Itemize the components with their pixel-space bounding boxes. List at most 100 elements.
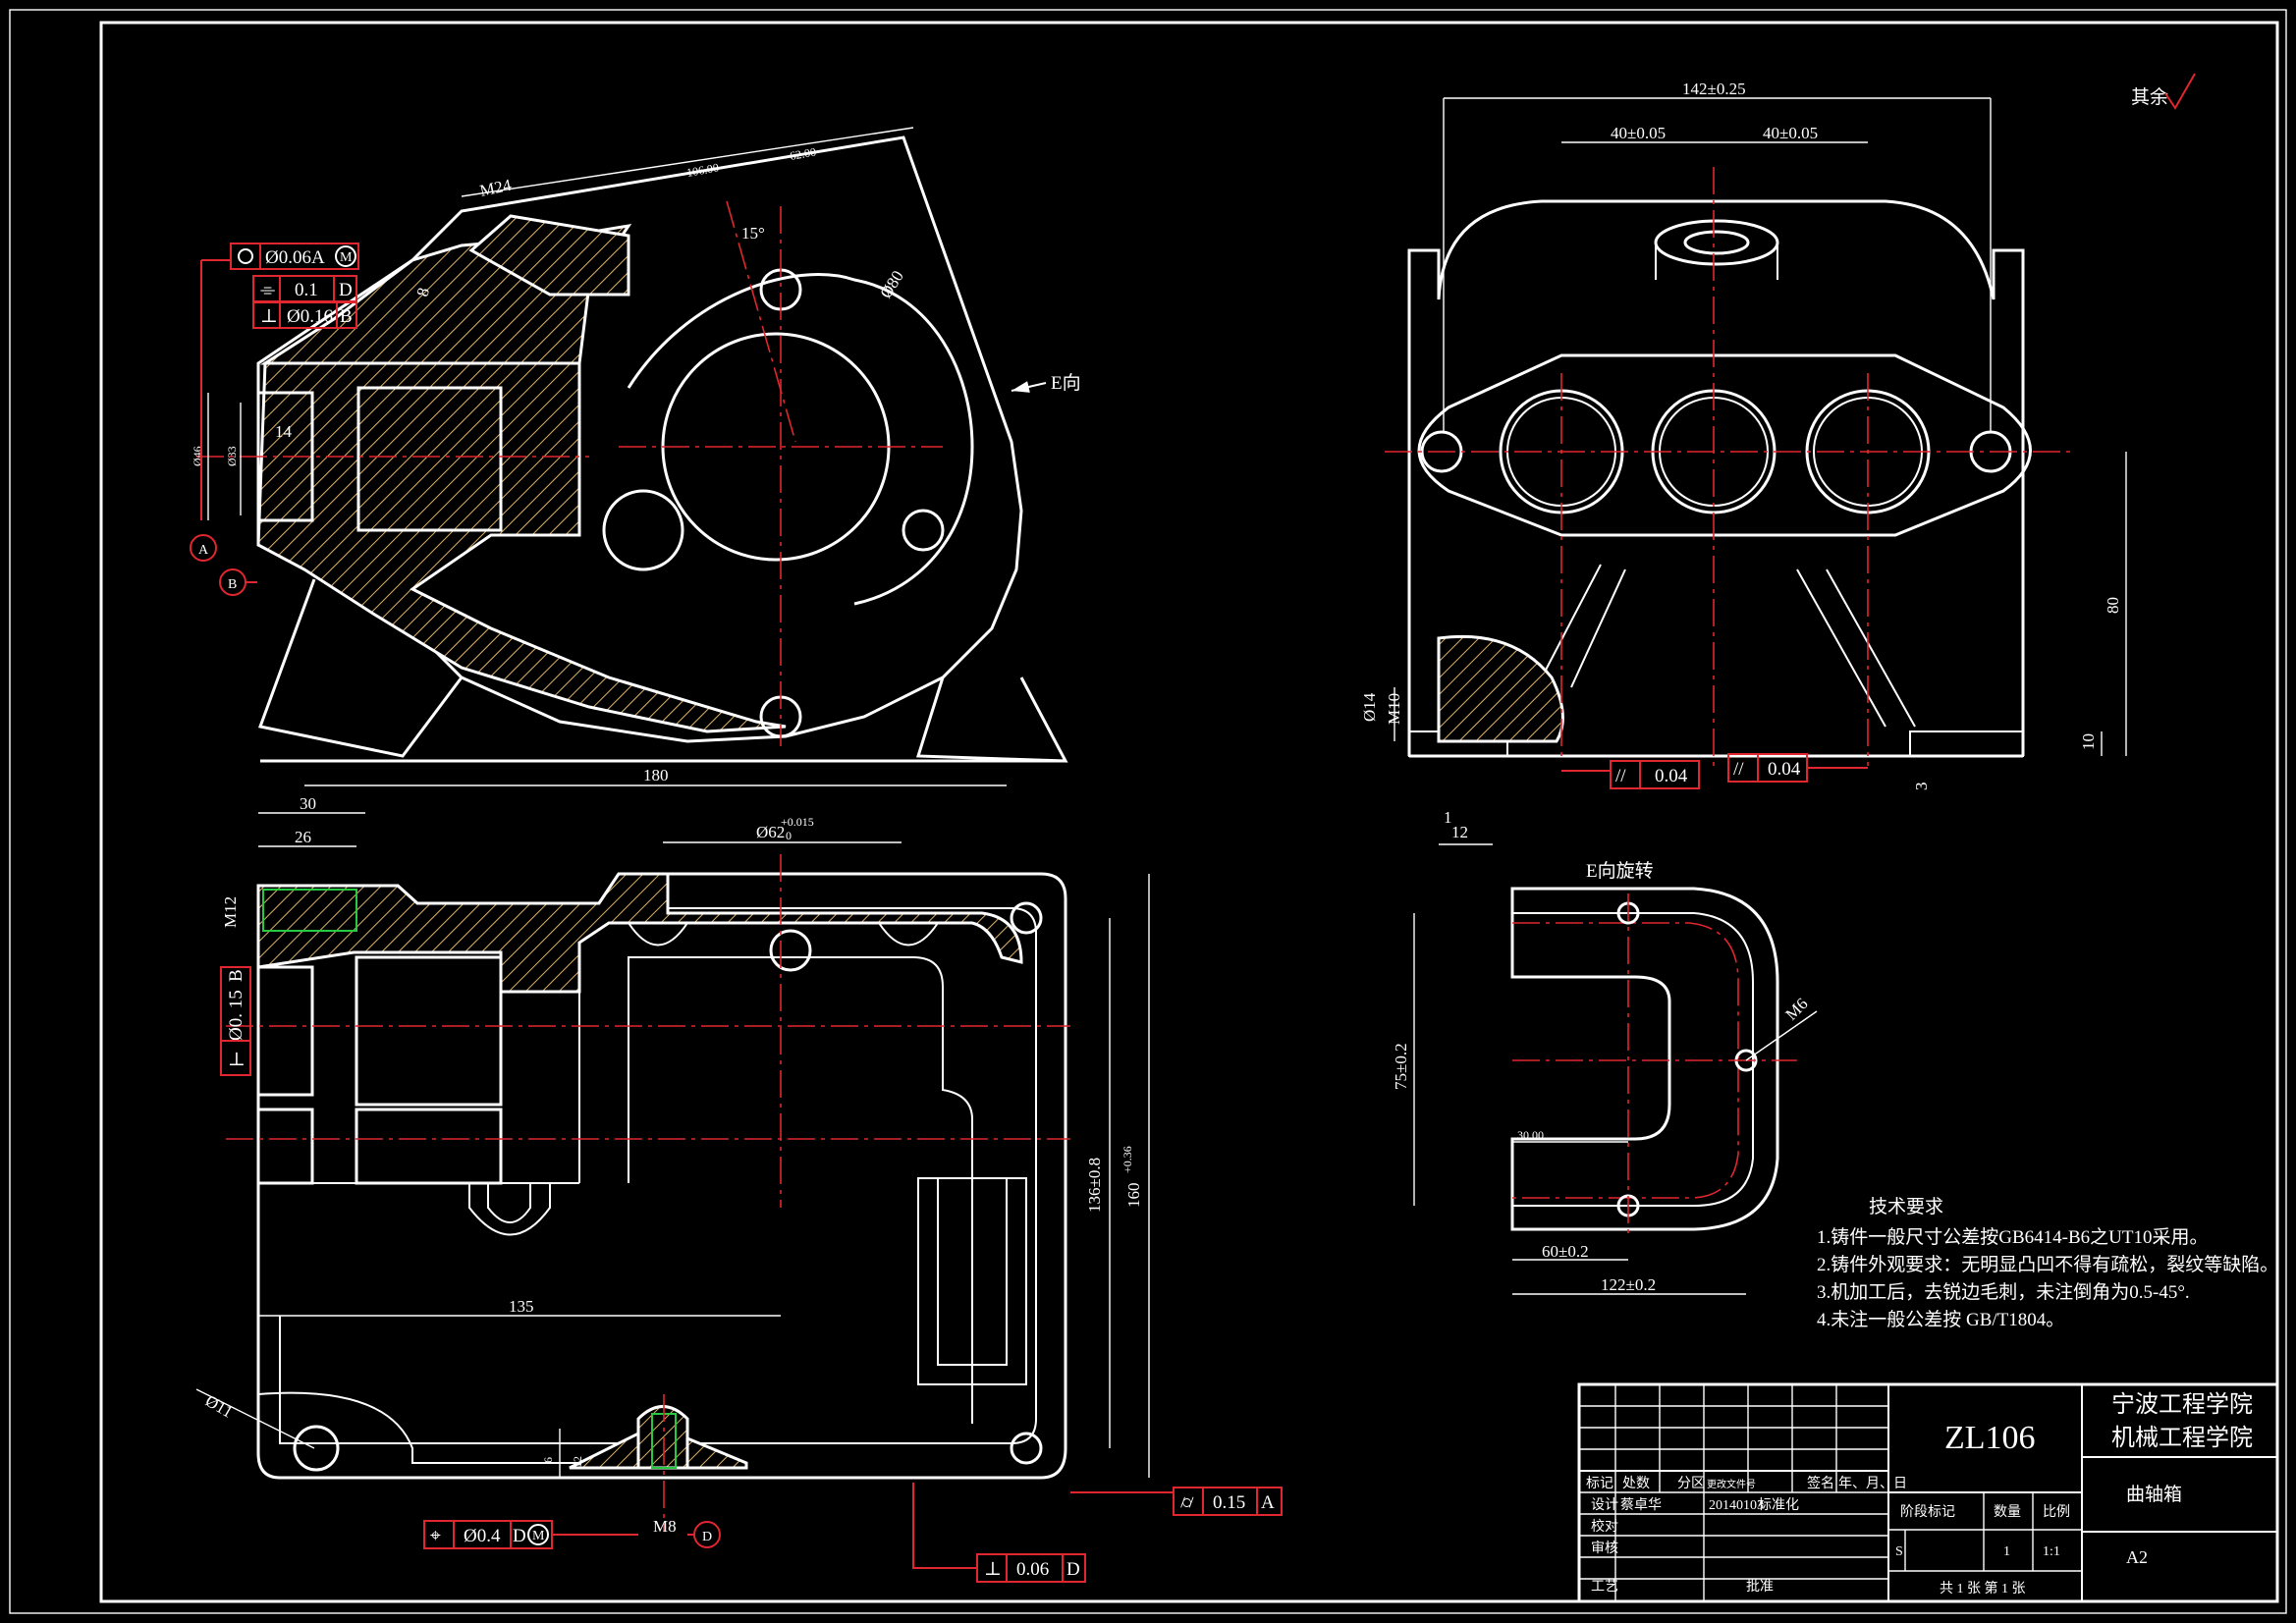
dim-136: 136±0.8 [1085,1158,1104,1213]
label-view-e-rot: E向旋转 [1586,860,1654,882]
m12-hole [262,889,357,932]
dim-phi62-tol: +0.015 [781,815,814,829]
tb-qty-value: 1 [2003,1544,2010,1559]
note-2: 2.铸件外观要求：无明显凸凹不得有疏松，裂纹等缺陷。 [1817,1254,2278,1275]
tol-frame-6: Ø0. 15 B ⊥ [220,966,251,1076]
tb-designer: 蔡卓华 [1620,1497,1662,1513]
tb-review: 审核 [1591,1541,1618,1556]
tol-frame-8: ⌭ 0.15 A [1070,1487,1283,1516]
dim-160: 160 [1124,1183,1143,1209]
dim-10: 10 [2079,733,2098,750]
tb-drawing-number: ZL106 [1944,1420,2036,1456]
svg-text:0.04: 0.04 [1768,759,1801,780]
dim-752: 75±0.2 [1392,1043,1410,1090]
dim-m6: M6 [1781,995,1811,1024]
top-boss [1654,219,1779,266]
datum-b-label: B [228,577,237,592]
dim-phi11: Ø11 [202,1391,236,1422]
svg-text:B: B [226,969,246,982]
dim-m24: M24 [478,176,514,200]
note-4: 4.未注一般公差按 GB/T1804。 [1817,1309,2064,1330]
tol-frame-9: ⊥ 0.06 D [912,1483,1086,1583]
label-view-e: E向 [1051,372,1081,394]
dim-phi80: Ø80 [876,267,907,301]
svg-text:D: D [513,1526,526,1546]
technical-notes: 技术要求 1.铸件一般尺寸公差按GB6414-B6之UT10采用。 2.铸件外观… [1817,1196,2278,1330]
dim-15deg: 15° [741,224,765,243]
tb-school: 宁波工程学院 [2111,1391,2253,1418]
tb-part-name: 曲轴箱 [2126,1484,2182,1505]
tol-frame-7: ⌖ Ø0.4 D M [423,1520,638,1549]
tb-weight: 数量 [1994,1504,2021,1520]
svg-text:D: D [1066,1559,1080,1580]
dim-180: 180 [643,766,669,784]
tb-scale-value: 1:1 [2043,1544,2060,1559]
note-1: 1.铸件一般尺寸公差按GB6414-B6之UT10采用。 [1817,1226,2208,1248]
dim-12b: 12 [571,1456,584,1468]
svg-text:0.1: 0.1 [295,280,318,300]
tb-process: 工艺 [1591,1579,1618,1595]
svg-text:B: B [340,306,353,327]
datum-a-label: A [198,543,209,558]
dim-40a: 40±0.05 [1611,124,1666,142]
dim-80: 80 [2104,597,2122,614]
tb-standardize: 标准化 [1758,1497,1799,1513]
svg-text://: // [1615,766,1626,786]
svg-text:⌖: ⌖ [430,1526,441,1546]
tb-sheet-size: A2 [2126,1547,2148,1567]
e-view-rotated: E向旋转 75±0.2 M6 30.00 60±0.2 122±0.2 [1392,860,1818,1295]
dim-26: 26 [295,828,311,846]
outer-border [9,9,2287,1614]
dim-30b: 30.00 [1517,1128,1544,1142]
label-surface-rest: 其余 [2131,86,2168,108]
note-3: 3.机加工后，去锐边毛刺，未注倒角为0.5-45°. [1817,1281,2190,1303]
svg-text:⊥: ⊥ [984,1559,1002,1580]
datum-d-label: D [702,1530,712,1544]
top-section-view: 30 26 Ø62 +0.015 0 M12 135 136±0.8 160 +… [195,794,1283,1583]
tb-check: 校对 [1591,1518,1618,1535]
svg-text:D: D [339,280,353,300]
notes-heading: 技术要求 [1869,1196,1943,1217]
svg-text:Ø0.16: Ø0.16 [287,306,333,327]
dim-1222: 122±0.2 [1601,1275,1656,1294]
dim-m8: M8 [653,1517,677,1536]
front-section-view: 180 106.00 62.00 M24 15° Ø80 8 14 Ø46 Ø3… [190,127,1081,786]
tb-department: 机械工程学院 [2111,1425,2253,1451]
svg-text:⌯: ⌯ [260,280,275,300]
dim-62: 62.00 [789,144,817,162]
dim-160-tol: +0.36 [1121,1146,1134,1173]
tb-h-sign: 签名 [1807,1475,1834,1491]
svg-text:Ø0.4: Ø0.4 [464,1526,501,1546]
dim-142: 142±0.25 [1682,80,1746,98]
dim-phi14: Ø14 [1360,692,1379,722]
dim-1: 1 [1444,808,1452,827]
svg-text:⊥: ⊥ [228,1050,246,1070]
tb-date: 20140103 [1709,1498,1764,1513]
tb-h-count: 处数 [1622,1476,1650,1491]
flange [1417,353,2032,537]
dim-phi62: Ø62 [756,823,785,841]
dim-12: 12 [1451,823,1468,841]
bore-mid [356,386,503,532]
svg-text:0.15: 0.15 [1213,1492,1245,1513]
svg-text:0.04: 0.04 [1655,766,1688,786]
side-view: 142±0.25 40±0.05 40±0.05 80 10 3 Ø14 M10… [1360,73,2196,845]
dim-6: 6 [541,1457,555,1463]
svg-text:M: M [532,1529,545,1543]
tb-scale: 比例 [2043,1504,2070,1520]
svg-text:M: M [340,250,353,265]
tol-frame-2: ⌯ 0.1 D [252,275,357,302]
tb-approve: 批准 [1746,1579,1774,1595]
tb-h-file: 更改文件号 [1707,1478,1756,1490]
dim-106: 106.00 [685,160,720,180]
dim-3: 3 [1912,783,1931,791]
svg-text:Ø0.06A: Ø0.06A [265,247,325,268]
title-block: 标记 处数 分区 更改文件号 签名 年、月、日 设计 蔡卓华 20140103 … [1577,1382,2279,1603]
dim-phi33: Ø33 [225,446,239,466]
tb-stage-mark: 阶段标记 [1900,1504,1955,1520]
tb-design: 设计 [1591,1497,1618,1513]
dim-602: 60±0.2 [1542,1242,1589,1261]
tol-frame-5: // 0.04 [1727,753,1868,783]
dim-m10: M10 [1385,693,1403,725]
